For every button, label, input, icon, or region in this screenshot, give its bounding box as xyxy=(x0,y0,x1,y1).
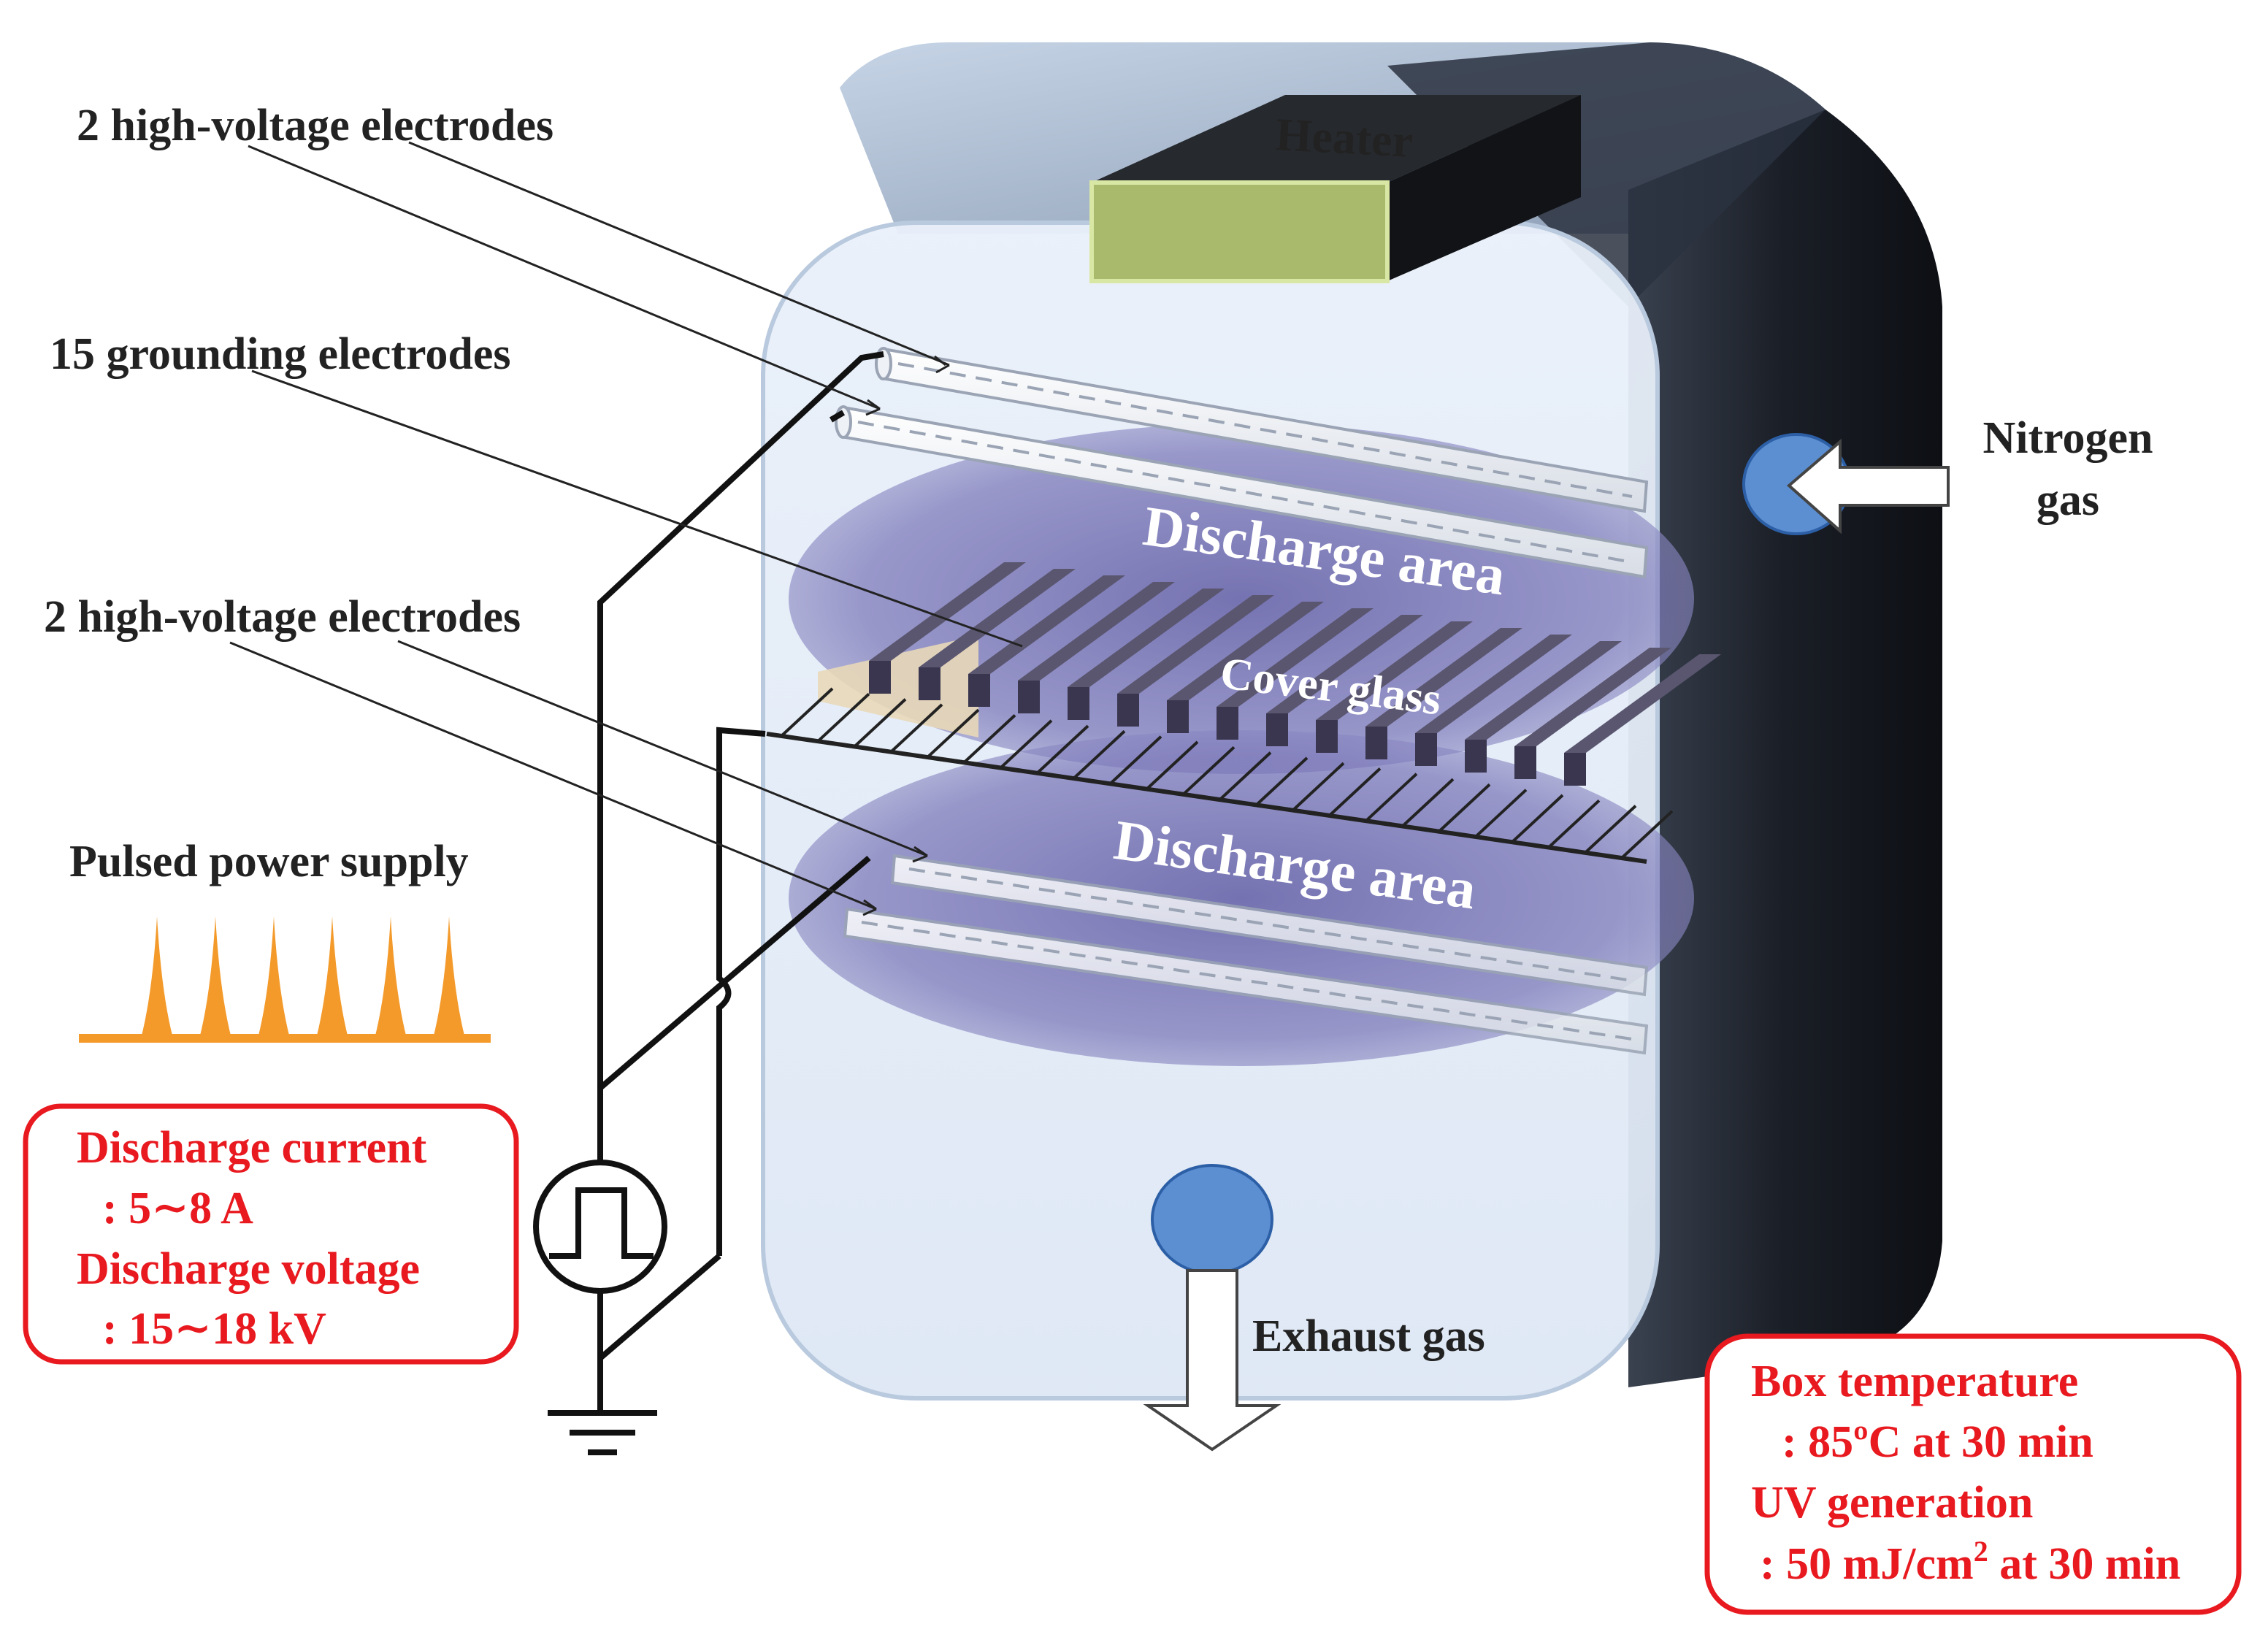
rack-wire xyxy=(1218,751,1272,802)
discharge-voltage-value: : 15∼18 kV xyxy=(102,1304,326,1354)
hv-electrodes-bottom xyxy=(843,854,1649,1055)
grounding-electrode-bar xyxy=(1465,641,1622,773)
nitrogen-gas-label-2: gas xyxy=(2037,475,2099,525)
discharge-voltage-label: Discharge voltage xyxy=(77,1244,420,1294)
arrow-left-icon xyxy=(1786,438,1950,534)
hv-electrodes-top xyxy=(835,347,1649,579)
rack-wire xyxy=(1072,729,1126,780)
rack-wire xyxy=(1181,746,1235,796)
pulsed-power-supply-label: Pulsed power supply xyxy=(69,837,469,886)
grounding-electrode-bar xyxy=(919,569,1076,700)
uv-generation-label: UV generation xyxy=(1751,1478,2033,1528)
uv-generation-value: : 50 mJ/cm2 at 30 min xyxy=(1760,1535,2180,1589)
grounding-electrode-bar xyxy=(1068,589,1225,720)
hv-electrodes-top-label: 2 high-voltage electrodes xyxy=(77,101,553,150)
grounding-electrode-bar xyxy=(1266,615,1423,746)
uv-value-sup: 2 xyxy=(1974,1535,1988,1568)
rack-wire xyxy=(1547,799,1601,849)
pulse-waveform xyxy=(79,916,491,1043)
rack-wire xyxy=(1035,724,1089,775)
grounding-electrode-bar xyxy=(1018,582,1175,713)
wire-rack xyxy=(766,687,1674,864)
pulse-spike xyxy=(258,916,290,1038)
pulse-spike xyxy=(199,916,231,1038)
nitrogen-inlet xyxy=(1742,433,1950,535)
discharge-parameters-box: Discharge current : 5∼8 A Discharge volt… xyxy=(23,1103,519,1365)
rack-wire xyxy=(1364,773,1418,823)
hv-electrodes-bottom-label: 2 high-voltage electrodes xyxy=(44,592,521,642)
rack-wire xyxy=(1328,767,1382,817)
conditions-box: Box temperature : 85ºC at 30 min UV gene… xyxy=(1704,1333,2242,1615)
grounding-electrode-bar xyxy=(1217,608,1374,740)
rack-wire xyxy=(1401,778,1455,828)
arrow-down-icon xyxy=(1143,1269,1282,1452)
grounding-electrode-bar xyxy=(1415,635,1572,766)
exhaust-outlet xyxy=(1143,1164,1282,1452)
rack-wire xyxy=(999,719,1053,770)
uv-value-prefix: : 50 mJ/cm xyxy=(1760,1539,1974,1589)
grounding-electrode-bar xyxy=(1514,648,1671,779)
ground-icon xyxy=(548,1391,657,1455)
hv-electrode-tube xyxy=(843,907,1649,1055)
nitrogen-gas-label-1: Nitrogen xyxy=(1982,413,2153,463)
heater: Heater xyxy=(1089,95,1581,283)
discharge-current-label: Discharge current xyxy=(77,1123,427,1173)
exhaust-gas-label: Exhaust gas xyxy=(1252,1311,1485,1361)
heater-label: Heater xyxy=(1274,108,1414,167)
grounding-electrodes-label: 15 grounding electrodes xyxy=(50,329,511,379)
discharge-area-bottom xyxy=(789,730,1694,1066)
rack-wire xyxy=(889,703,943,754)
pulse-spike xyxy=(316,916,348,1038)
rack-wire xyxy=(1583,805,1637,855)
grounding-electrode-bar xyxy=(1365,628,1522,759)
grounding-electrode-bar xyxy=(968,575,1125,707)
rack-wire xyxy=(1437,783,1491,833)
rack-wire xyxy=(816,692,870,743)
grounding-electrode-bar xyxy=(1117,595,1274,727)
hv-electrode-tube xyxy=(890,854,1649,997)
discharge-current-value: : 5∼8 A xyxy=(102,1184,253,1233)
box-temperature-value: : 85ºC at 30 min xyxy=(1782,1417,2093,1467)
rack-wire xyxy=(1474,789,1528,839)
rack-wire xyxy=(1108,735,1162,786)
box-temperature-label: Box temperature xyxy=(1751,1357,2078,1406)
grounding-electrode-bar xyxy=(1316,621,1473,753)
chamber-right-side xyxy=(1628,110,1942,1387)
pulse-spike xyxy=(433,916,465,1038)
rack-wire xyxy=(780,687,834,737)
grounding-electrode-bar xyxy=(1564,654,1721,786)
uv-value-suffix: at 30 min xyxy=(1988,1539,2181,1589)
circuit-wiring xyxy=(597,351,884,1391)
rack-wire xyxy=(1620,810,1674,860)
leader-lines xyxy=(229,141,1023,916)
rack-wire xyxy=(926,708,980,759)
rack-wire xyxy=(962,714,1016,764)
rack-wire xyxy=(1291,762,1345,812)
rack-wire xyxy=(1510,794,1564,844)
pulse-spike xyxy=(375,916,407,1038)
grounding-electrode-bar xyxy=(1167,602,1324,733)
hv-electrode-tube xyxy=(875,347,1649,513)
grounding-electrode-bar xyxy=(869,562,1026,694)
pulse-spike xyxy=(141,916,173,1038)
rack-wire xyxy=(1145,740,1199,791)
rack-wire xyxy=(1254,756,1309,807)
rack-wire xyxy=(853,698,907,748)
pulse-source-icon xyxy=(533,1160,667,1294)
grounding-electrodes: Cover glass xyxy=(818,562,1721,786)
